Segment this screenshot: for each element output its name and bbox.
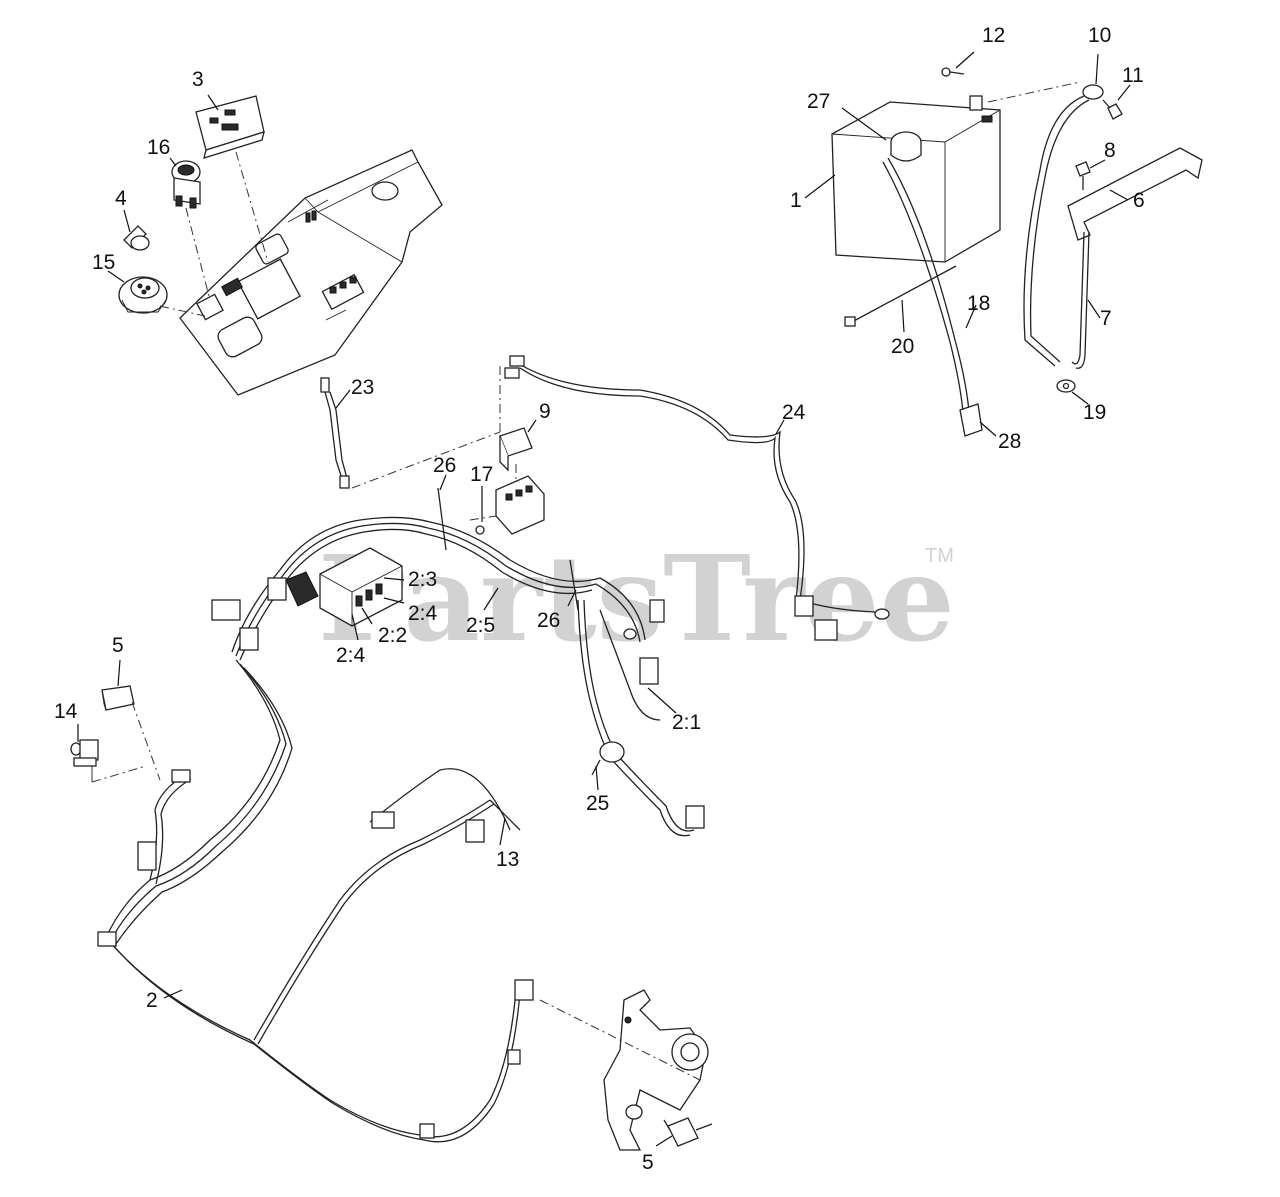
callout-3: 3 [192,68,204,91]
hold-down-rod[interactable] [1071,231,1090,369]
callout-24: 24 [782,401,806,424]
leader-lines [77,51,1131,1147]
callout-2: 2 [146,989,158,1012]
callout-7: 7 [1100,307,1112,330]
callout-26a: 26 [433,454,456,477]
callout-2-2: 2:2 [378,624,407,647]
terminal-bolt[interactable] [941,67,983,111]
main-wire-harness[interactable] [97,355,890,1143]
positive-cable[interactable] [882,157,983,437]
callout-1: 1 [790,189,802,212]
callout-2-4b: 2:4 [336,644,366,667]
callout-2-3: 2:3 [408,568,437,591]
battery[interactable] [831,101,1001,263]
callout-15: 15 [92,251,115,274]
relay[interactable] [499,427,533,484]
callout-9: 9 [539,400,551,423]
callout-6: 6 [1133,189,1145,212]
seat-switch[interactable] [101,685,161,781]
callout-27: 27 [807,90,830,113]
callout-28: 28 [998,430,1021,453]
control-panel[interactable] [179,149,443,396]
battery-strap[interactable] [844,265,957,327]
harness-connector-left[interactable] [211,571,319,651]
callout-4: 4 [115,187,127,210]
callout-labels: 1 2 2:1 2:2 2:3 2:4 2:4 2:5 3 4 5 5 6 7 … [54,24,1145,1174]
callout-2-4a: 2:4 [408,602,438,625]
callout-14: 14 [54,700,78,723]
wire-lead[interactable] [320,377,350,489]
watermark-trademark: TM [925,545,954,567]
callout-18: 18 [967,292,990,315]
bracket-nut[interactable] [1075,161,1091,190]
pto-switch[interactable] [171,160,201,209]
callout-12: 12 [982,24,1005,47]
callout-26b: 26 [537,609,560,632]
hour-meter[interactable] [195,95,265,159]
callout-5a: 5 [112,634,124,657]
brake-switch[interactable] [663,1117,713,1147]
callout-20: 20 [891,335,914,358]
cable-bolt[interactable] [1102,99,1123,120]
harness-bolt[interactable] [469,515,497,535]
callout-2-1: 2:1 [672,711,701,734]
plunger-switch[interactable] [70,739,147,783]
callout-10: 10 [1088,24,1111,47]
battery-bracket[interactable] [1067,147,1203,241]
callout-13: 13 [496,848,519,871]
cable-tie[interactable] [437,487,579,611]
relay-socket[interactable] [495,475,545,535]
callout-17: 17 [470,463,493,486]
callout-19: 19 [1083,401,1106,424]
negative-cable[interactable] [1023,84,1104,393]
callout-16: 16 [147,136,170,159]
callout-5b: 5 [642,1151,654,1174]
callout-23: 23 [351,376,374,399]
diode-connector[interactable] [623,599,705,829]
brake-pedal-bracket[interactable] [603,989,709,1151]
fuse-block[interactable] [319,547,403,627]
callout-8: 8 [1104,139,1116,162]
callout-11: 11 [1122,64,1144,87]
ignition-switch[interactable] [118,276,168,314]
watermark-brand: PartsTree [318,529,955,668]
callout-25: 25 [586,792,609,815]
ignition-key[interactable] [123,225,150,251]
callout-2-5: 2:5 [466,614,495,637]
